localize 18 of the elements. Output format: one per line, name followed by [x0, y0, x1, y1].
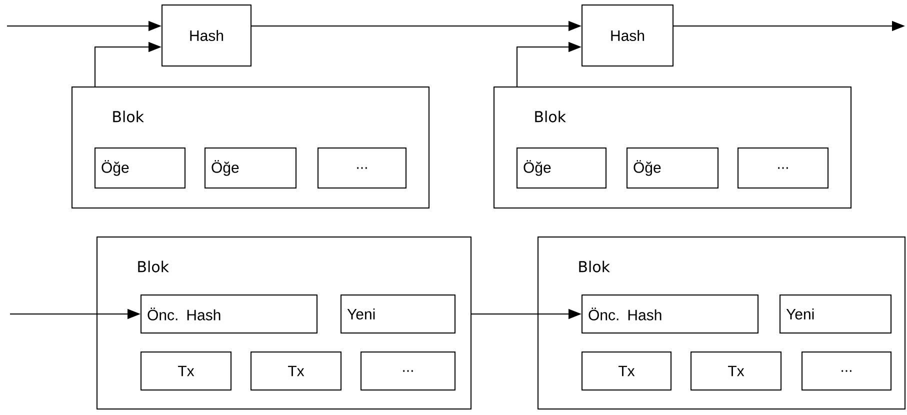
field-box: ... — [738, 148, 828, 188]
field-box: ... — [360, 352, 456, 390]
hash-box: Hash — [162, 4, 252, 66]
field-box: ... — [802, 352, 892, 390]
field-box: Önc. Hash — [582, 294, 758, 334]
hash-box: Hash — [582, 4, 674, 66]
field-box: Tx — [140, 352, 232, 390]
field-box: Yeni — [340, 294, 456, 334]
field-box: ... — [318, 148, 406, 188]
field-box: Tx — [250, 352, 342, 390]
field-box: Öğe — [94, 148, 186, 188]
field-box: Öğe — [516, 148, 606, 188]
field-box: Tx — [582, 352, 672, 390]
field-box: Yeni — [780, 294, 892, 334]
field-box: Öğe — [626, 148, 718, 188]
field-box: Tx — [690, 352, 782, 390]
field-box: Öğe — [204, 148, 296, 188]
field-box: Önc. Hash — [140, 294, 318, 334]
